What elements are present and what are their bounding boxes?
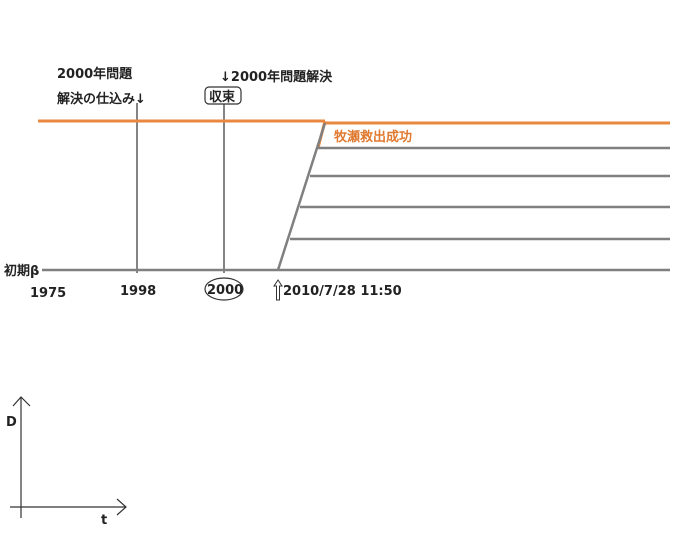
year-2000-circle <box>204 277 244 301</box>
label-y2k-problem: 2000年問題 <box>57 66 133 82</box>
up-arrow-icon <box>273 279 283 301</box>
label-year-1998: 1998 <box>120 284 156 299</box>
axis-d-arrowhead-icon <box>12 396 31 407</box>
label-rescue-success: 牧瀬救出成功 <box>334 129 412 145</box>
convergence-box <box>204 86 242 105</box>
worldline-branch-diagonal <box>276 122 327 271</box>
axis-label-d: D <box>6 415 17 430</box>
label-preparation: 解決の仕込み↓ <box>56 91 146 107</box>
axis-label-t: t <box>101 513 107 528</box>
label-convergence: 収束 <box>209 89 236 105</box>
label-y2k-solved: ↓2000年問題解決 <box>220 69 333 85</box>
label-datetime: 2010/7/28 11:50 <box>283 284 402 299</box>
axis-t-arrowhead-icon <box>116 498 127 516</box>
label-initial-beta: 初期β <box>4 263 39 279</box>
label-year-2000: 2000 <box>207 283 243 298</box>
label-year-1975: 1975 <box>30 286 66 301</box>
